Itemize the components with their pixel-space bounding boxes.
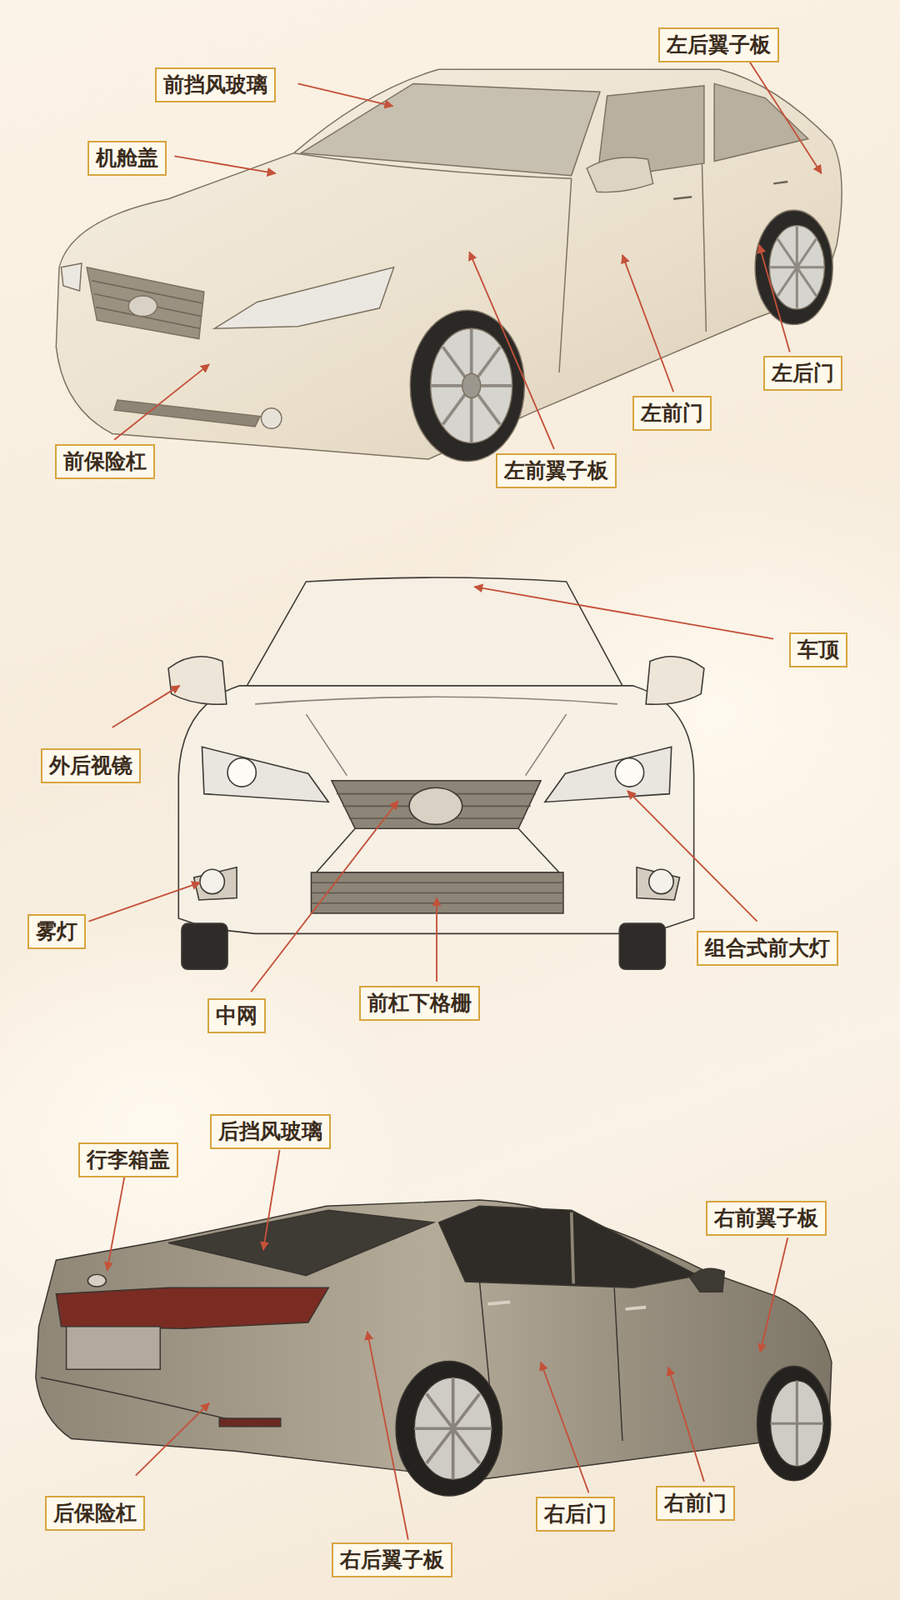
part-label: 车顶 [797,636,840,664]
part-label-box: 左后门 [763,355,843,391]
leader-line [89,59,822,1540]
part-label: 后挡风玻璃 [218,1118,323,1145]
part-label-box: 后挡风玻璃 [210,1114,331,1150]
part-label-box: 后保险杠 [45,1495,145,1531]
part-label-box: 雾灯 [27,914,86,950]
part-label-box: 前杠下格栅 [359,985,480,1021]
part-label: 左后门 [771,360,835,387]
part-label-box: 右后门 [535,1496,615,1532]
part-label-box: 中网 [207,998,266,1034]
part-label: 右前翼子板 [714,1205,819,1232]
part-label: 右后翼子板 [340,1546,445,1574]
part-label: 左后翼子板 [666,31,771,59]
part-label: 雾灯 [35,918,78,945]
part-label: 左前门 [640,400,704,427]
part-label-box: 机舱盖 [87,140,167,176]
part-label-box: 左前门 [632,395,712,431]
part-label: 右后门 [544,1500,607,1528]
part-label-box: 右后翼子板 [331,1542,453,1578]
part-label: 前挡风玻璃 [163,71,268,99]
part-label: 前杠下格栅 [367,990,472,1017]
part-label-box: 外后视镜 [40,748,141,784]
part-label: 后保险杠 [53,1500,137,1527]
part-label-box: 右前翼子板 [705,1200,827,1236]
part-label-box: 前挡风玻璃 [155,67,276,103]
part-label: 组合式前大灯 [705,935,830,962]
part-label: 机舱盖 [95,145,159,172]
part-label-box: 左前翼子板 [495,453,617,489]
part-label-box: 右前门 [655,1485,735,1521]
part-label: 外后视镜 [49,752,133,780]
part-label-box: 左后翼子板 [658,27,780,63]
part-label-box: 组合式前大灯 [696,930,839,966]
part-label-box: 前保险杠 [55,444,155,480]
part-label-box: 车顶 [789,632,848,668]
part-label: 左前翼子板 [504,457,609,485]
part-label-box: 行李箱盖 [78,1142,179,1178]
part-label: 行李箱盖 [86,1146,170,1174]
part-label: 中网 [215,1002,258,1030]
part-label: 右前门 [664,1490,727,1517]
part-label: 前保险杠 [63,448,147,475]
